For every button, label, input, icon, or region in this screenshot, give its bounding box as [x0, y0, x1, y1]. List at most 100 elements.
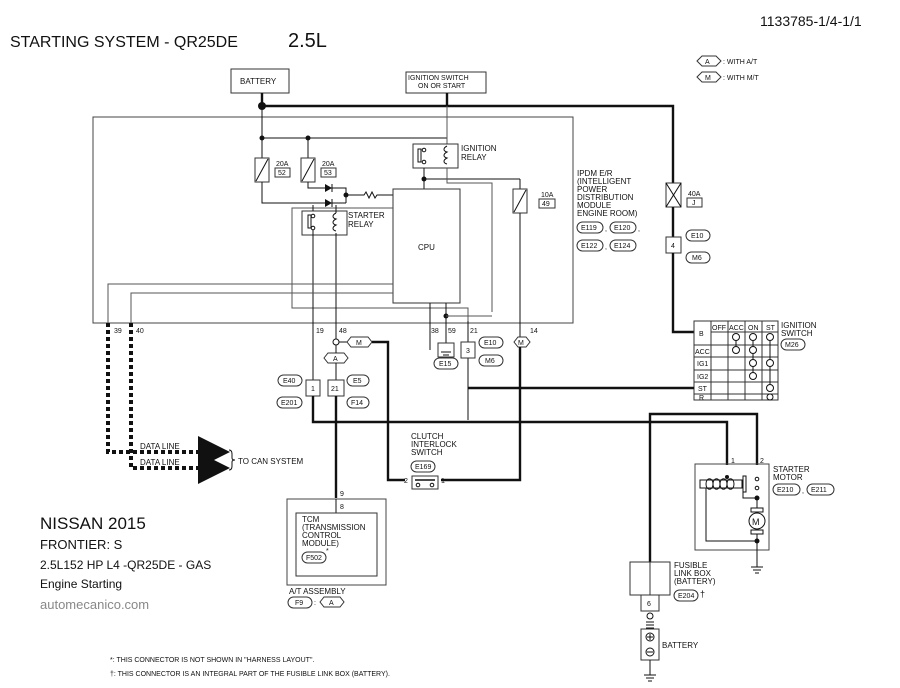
- solenoid-coil-icon: [705, 478, 735, 490]
- document-id: 1133785-1/4-1/1: [760, 13, 862, 29]
- svg-text:E120: E120: [614, 225, 630, 232]
- svg-text:M6: M6: [485, 358, 495, 365]
- cpu-block: [392, 188, 461, 304]
- svg-text:A/T ASSEMBLY: A/T ASSEMBLY: [289, 587, 346, 596]
- svg-text:ACC: ACC: [695, 349, 710, 356]
- svg-text:ON: ON: [748, 325, 759, 332]
- ipdm-label: IPDM E/R (INTELLIGENT POWER DISTRIBUTION…: [576, 169, 640, 252]
- svg-text:14: 14: [530, 328, 538, 335]
- clutch-interlock-switch: [411, 475, 439, 490]
- svg-text:E204: E204: [678, 593, 694, 600]
- svg-text:49: 49: [542, 201, 550, 208]
- svg-text:A: A: [705, 59, 710, 66]
- svg-text:E122: E122: [581, 243, 597, 250]
- coil-icon: [443, 145, 449, 165]
- svg-text:6: 6: [647, 601, 651, 608]
- motor-icon: [748, 512, 766, 530]
- svg-text:E40: E40: [283, 378, 296, 385]
- clutch-switch-label: CLUTCH: [411, 432, 444, 441]
- svg-text:INTERLOCK: INTERLOCK: [411, 440, 457, 449]
- svg-text:21: 21: [331, 386, 339, 393]
- svg-text:F9: F9: [295, 600, 303, 607]
- site-watermark: automecanico.com: [40, 597, 149, 612]
- battery-icon: [640, 628, 660, 661]
- vehicle-system: Engine Starting: [40, 577, 122, 591]
- ignition-relay: [412, 143, 459, 169]
- svg-text:SWITCH: SWITCH: [781, 329, 813, 338]
- svg-text:IG1: IG1: [697, 361, 708, 368]
- cpu-label: CPU: [418, 243, 435, 252]
- svg-text:ST: ST: [698, 386, 708, 393]
- svg-text:F14: F14: [351, 400, 363, 407]
- svg-text:A: A: [333, 356, 338, 363]
- svg-text:LINK BOX: LINK BOX: [674, 569, 712, 578]
- svg-text:F502: F502: [306, 555, 322, 562]
- engine-size: 2.5L: [288, 30, 327, 52]
- svg-text:,: ,: [638, 226, 640, 233]
- ignition-source-label-1: IGNITION SWITCH: [408, 75, 469, 82]
- svg-text:38: 38: [431, 328, 439, 335]
- svg-text:E10: E10: [691, 233, 704, 240]
- svg-text:M: M: [705, 75, 711, 82]
- svg-text:4: 4: [671, 243, 675, 250]
- svg-text:OFF: OFF: [712, 325, 726, 332]
- svg-text:E201: E201: [281, 400, 297, 407]
- svg-text:MODULE: MODULE: [577, 201, 611, 210]
- battery-source-box: [230, 68, 290, 94]
- svg-text:A: A: [329, 600, 334, 607]
- svg-text:40: 40: [136, 328, 144, 335]
- svg-text:39: 39: [114, 328, 122, 335]
- svg-text:40A: 40A: [688, 191, 701, 198]
- svg-text:RELAY: RELAY: [461, 153, 487, 162]
- svg-text:STARTER: STARTER: [348, 211, 385, 220]
- svg-text:52: 52: [278, 170, 286, 177]
- svg-text:M6: M6: [692, 255, 702, 262]
- svg-text:M: M: [356, 340, 362, 347]
- svg-text:,: ,: [605, 226, 607, 233]
- svg-text:(INTELLIGENT: (INTELLIGENT: [577, 177, 631, 186]
- svg-text:IPDM E/R: IPDM E/R: [577, 169, 613, 178]
- svg-text:21: 21: [470, 328, 478, 335]
- svg-text:M: M: [752, 517, 760, 527]
- tcm-block: [295, 512, 378, 577]
- svg-text:POWER: POWER: [577, 185, 607, 194]
- diode-icon: [325, 184, 332, 192]
- svg-text:DATA LINE: DATA LINE: [140, 458, 180, 467]
- svg-text:IGNITION: IGNITION: [461, 144, 497, 153]
- svg-text:TCM: TCM: [302, 515, 320, 524]
- svg-text:B: B: [699, 331, 704, 338]
- svg-text:*: *: [326, 548, 329, 555]
- svg-text:MODULE): MODULE): [302, 539, 339, 548]
- svg-text:M: M: [518, 340, 524, 347]
- svg-text:20A: 20A: [276, 161, 289, 168]
- svg-text:J: J: [692, 200, 696, 207]
- svg-text:9: 9: [340, 491, 344, 498]
- coil-icon: [332, 212, 338, 232]
- diagram-title: STARTING SYSTEM - QR25DE: [10, 34, 238, 51]
- svg-text:E169: E169: [415, 464, 431, 471]
- svg-text:R: R: [699, 395, 704, 402]
- starter-motor-label: STARTER: [773, 465, 810, 474]
- svg-text:,: ,: [605, 244, 607, 251]
- battery-bottom-label: BATTERY: [662, 641, 699, 650]
- vehicle-model: FRONTIER: S: [40, 537, 123, 552]
- svg-text:: WITH M/T: : WITH M/T: [723, 75, 759, 82]
- svg-text:E5: E5: [353, 378, 362, 385]
- svg-text:8: 8: [340, 504, 344, 511]
- svg-text:DISTRIBUTION: DISTRIBUTION: [577, 193, 634, 202]
- svg-text:RELAY: RELAY: [348, 220, 374, 229]
- svg-text:2: 2: [760, 458, 764, 465]
- can-target-label: TO CAN SYSTEM: [238, 457, 304, 466]
- svg-text:E119: E119: [581, 225, 597, 232]
- resistor-icon: [346, 190, 393, 200]
- battery-source-label: BATTERY: [240, 77, 277, 86]
- svg-text:20A: 20A: [322, 161, 335, 168]
- option-a-marker: [323, 352, 349, 364]
- vehicle-engine: 2.5L152 HP L4 -QR25DE - GAS: [40, 558, 211, 572]
- svg-text:(TRANSMISSION: (TRANSMISSION: [302, 523, 366, 532]
- can-data-line-1: [106, 323, 230, 468]
- svg-text:19: 19: [316, 328, 324, 335]
- svg-text:59: 59: [448, 328, 456, 335]
- svg-text:E15: E15: [439, 361, 452, 368]
- svg-text:DATA LINE: DATA LINE: [140, 442, 180, 451]
